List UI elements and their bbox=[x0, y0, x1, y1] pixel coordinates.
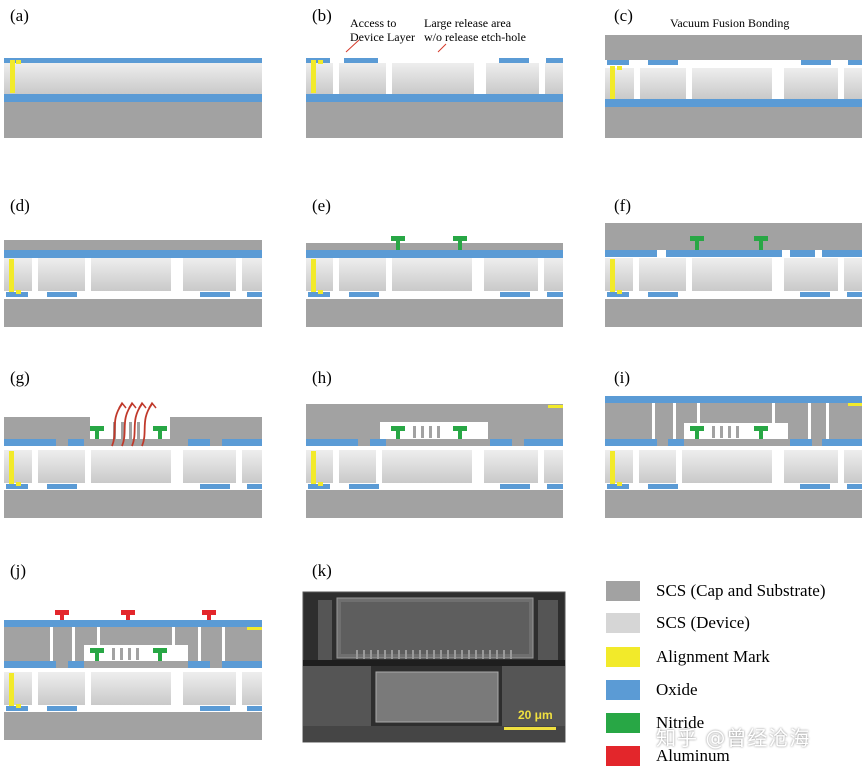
panel-label-e: (e) bbox=[312, 196, 331, 215]
panel-e-diagram bbox=[306, 236, 563, 327]
legend-swatch bbox=[606, 746, 640, 766]
panel-label-b: (b) bbox=[312, 6, 332, 25]
legend-swatch bbox=[606, 680, 640, 700]
legend-swatch bbox=[606, 613, 640, 633]
legend-label: Aluminum bbox=[656, 746, 730, 765]
legend-item-oxide: Oxide bbox=[606, 679, 698, 701]
legend-item-alignment-mark: Alignment Mark bbox=[606, 646, 770, 668]
legend-swatch bbox=[606, 713, 640, 733]
panel-i-diagram bbox=[605, 396, 862, 518]
legend-item-scs-cap-substrate: SCS (Cap and Substrate) bbox=[606, 580, 826, 602]
watermark: 知乎 @曾经沧海 bbox=[656, 726, 811, 750]
panel-label-d: (d) bbox=[10, 196, 30, 215]
legend-item-nitride: Nitride bbox=[606, 712, 704, 734]
panel-label-f: (f) bbox=[614, 196, 631, 215]
panel-label-i: (i) bbox=[614, 368, 631, 387]
panel-a-diagram bbox=[4, 58, 262, 138]
panel-g-diagram bbox=[4, 401, 262, 518]
legend-label: Alignment Mark bbox=[656, 647, 770, 666]
panel-label-a: (a) bbox=[10, 6, 29, 25]
legend-item-scs-device: SCS (Device) bbox=[606, 612, 750, 634]
sem-image bbox=[302, 591, 566, 743]
panel-j-diagram bbox=[4, 610, 262, 740]
note-vacuum-fusion-bonding: Vacuum Fusion Bonding bbox=[670, 16, 790, 30]
panel-d-diagram bbox=[4, 240, 262, 327]
panel-b-diagram bbox=[306, 39, 563, 138]
scale-bar-label: 20 μm bbox=[518, 708, 553, 722]
scale-bar bbox=[504, 727, 556, 730]
legend-label: Nitride bbox=[656, 713, 705, 732]
panel-label-k: (k) bbox=[312, 561, 332, 580]
legend-label: SCS (Cap and Substrate) bbox=[656, 581, 826, 600]
legend-label: Oxide bbox=[656, 680, 698, 699]
panel-label-c: (c) bbox=[614, 6, 633, 25]
panel-label-h: (h) bbox=[312, 368, 332, 387]
panel-h-diagram bbox=[306, 404, 563, 518]
panel-label-g: (g) bbox=[10, 368, 30, 387]
panel-c-diagram bbox=[605, 35, 862, 138]
legend-swatch bbox=[606, 647, 640, 667]
legend-label: SCS (Device) bbox=[656, 613, 750, 632]
legend-item-aluminum: Aluminum bbox=[606, 745, 730, 767]
panel-f-diagram bbox=[605, 223, 862, 327]
note-large-release-area: Large release area w/o release etch-hole bbox=[424, 16, 526, 44]
panel-label-j: (j) bbox=[10, 561, 27, 580]
legend-swatch bbox=[606, 581, 640, 601]
